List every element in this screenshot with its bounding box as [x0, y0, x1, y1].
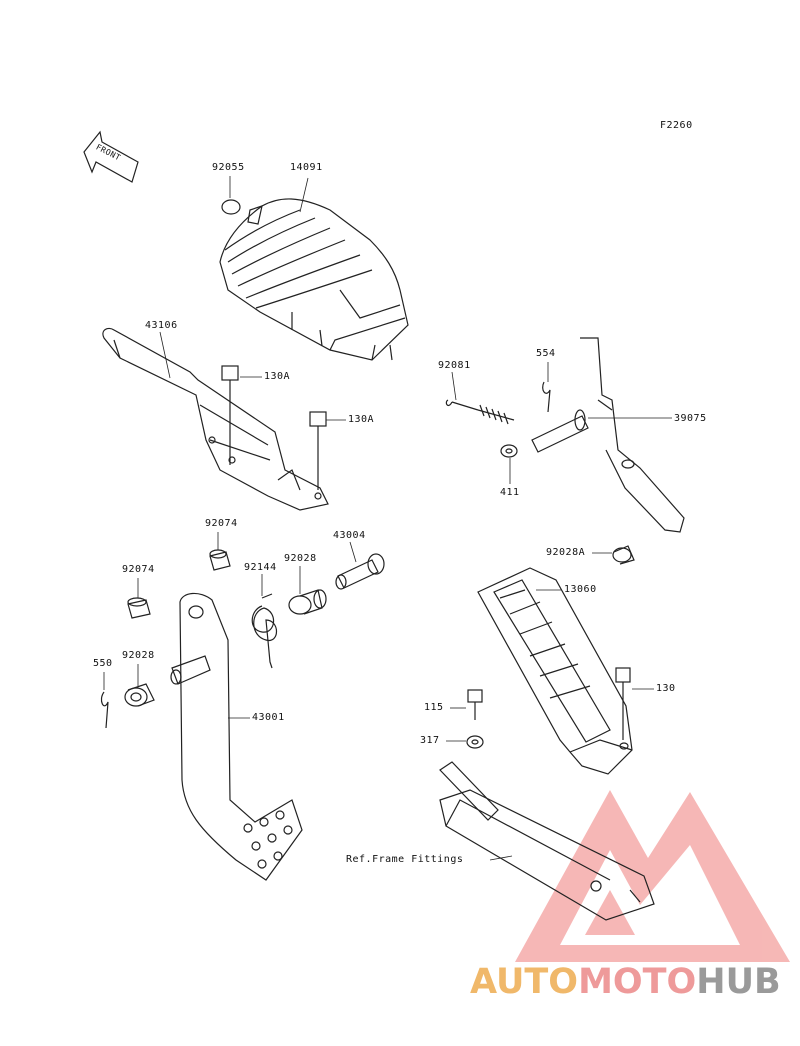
label-92074-upper: 92074 — [205, 518, 238, 529]
brake-pedal-43001 — [170, 592, 303, 881]
leader-lines — [103, 176, 672, 861]
label-550: 550 — [93, 658, 113, 669]
cotter-pin-554 — [542, 381, 551, 413]
bolt-130 — [615, 667, 631, 740]
label-411: 411 — [500, 487, 520, 498]
rod-39075 — [531, 337, 685, 533]
o-ring-92055 — [221, 199, 241, 215]
collar-92028-upper — [288, 589, 327, 615]
spring-92081 — [445, 399, 515, 425]
washer-411 — [500, 444, 518, 458]
label-92028-upper: 92028 — [284, 553, 317, 564]
label-39075: 39075 — [674, 413, 707, 424]
label-92144: 92144 — [244, 562, 277, 573]
cotter-pin-550 — [100, 691, 109, 729]
label-ref-frame-fittings: Ref.Frame Fittings — [346, 854, 464, 865]
label-92055: 92055 — [212, 162, 245, 173]
label-92074-left: 92074 — [122, 564, 155, 575]
label-13060: 13060 — [564, 584, 597, 595]
label-92028A: 92028A — [546, 547, 586, 558]
collar-92028-lower — [124, 683, 155, 707]
label-92081: 92081 — [438, 360, 471, 371]
master-cylinder-14091 — [219, 198, 409, 361]
bolt-130A-upper — [221, 365, 239, 465]
bushing-92074-upper — [209, 549, 231, 571]
watermark-text: AUTOMOTOHUB — [470, 962, 781, 1002]
label-14091: 14091 — [290, 162, 323, 173]
pedal-plate-13060 — [477, 567, 633, 775]
nut-317 — [466, 735, 484, 749]
label-554: 554 — [536, 348, 556, 359]
label-115: 115 — [424, 702, 444, 713]
label-43004: 43004 — [333, 530, 366, 541]
bracket-43106 — [102, 327, 329, 511]
shaft-43004 — [335, 553, 385, 590]
label-43106: 43106 — [145, 320, 178, 331]
bolt-130A-lower — [309, 411, 327, 490]
label-130: 130 — [656, 683, 676, 694]
figure-code: F2260 — [660, 120, 693, 131]
front-arrow-icon — [83, 130, 139, 183]
frame-fittings — [439, 761, 655, 921]
bushing-92074-left — [127, 597, 151, 619]
label-43001: 43001 — [252, 712, 285, 723]
label-317: 317 — [420, 735, 440, 746]
bolt-115 — [467, 689, 483, 720]
label-130A-upper: 130A — [264, 371, 291, 382]
collar-92028A — [612, 545, 635, 565]
label-130A-lower: 130A — [348, 414, 375, 425]
watermark-logo-icon — [515, 790, 790, 962]
label-92028-lower: 92028 — [122, 650, 155, 661]
spring-92144 — [251, 593, 278, 669]
